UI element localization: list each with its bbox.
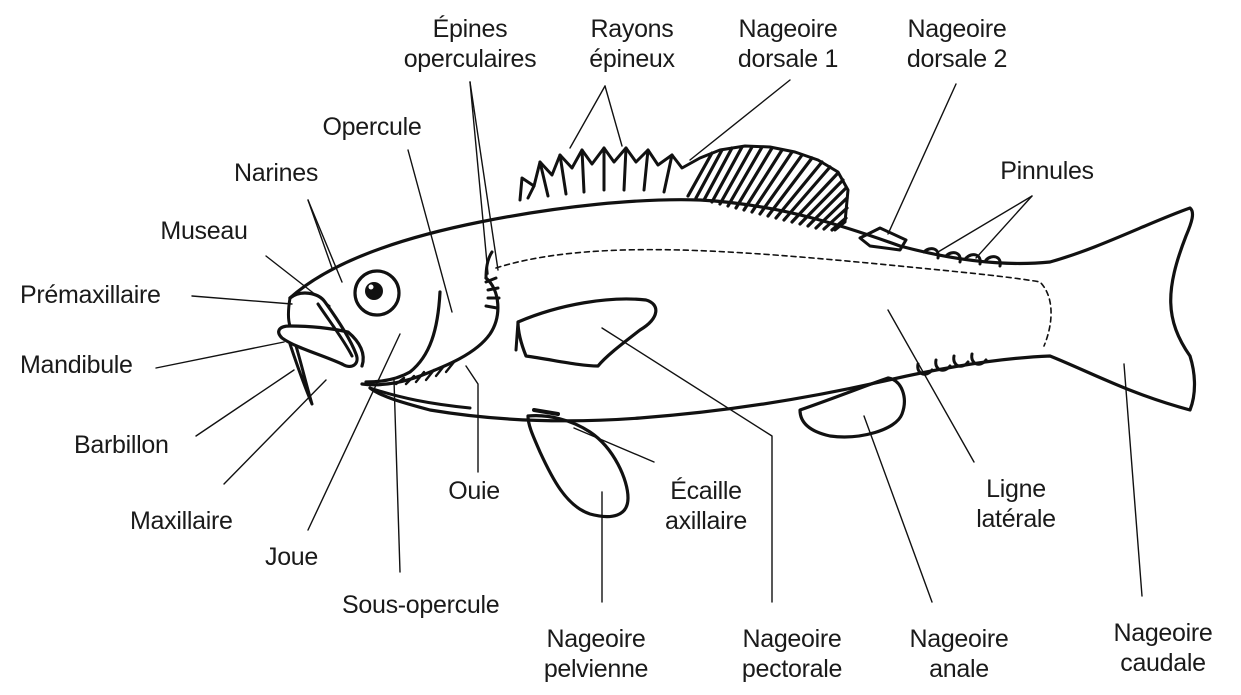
label-narines: Narines bbox=[234, 158, 318, 188]
label-ouie: Ouie bbox=[448, 476, 500, 506]
label-ecaille-axillaire: Écaille axillaire bbox=[665, 476, 747, 536]
label-museau: Museau bbox=[160, 216, 247, 246]
label-nageoire-dorsale-2: Nageoire dorsale 2 bbox=[907, 14, 1007, 74]
label-nageoire-anale: Nageoire anale bbox=[909, 624, 1008, 684]
preopercle bbox=[366, 292, 440, 382]
nageoire-dorsale-1-rays bbox=[688, 147, 847, 230]
nageoire-pectorale-shape bbox=[518, 299, 656, 366]
label-opercule: Opercule bbox=[322, 112, 421, 142]
label-ligne-laterale: Ligne latérale bbox=[976, 474, 1056, 534]
label-pinnules: Pinnules bbox=[1000, 156, 1094, 186]
label-nageoire-caudale: Nageoire caudale bbox=[1113, 618, 1212, 678]
label-barbillon: Barbillon bbox=[74, 430, 169, 460]
label-joue: Joue bbox=[265, 542, 318, 572]
label-premaxillaire: Prémaxillaire bbox=[20, 280, 161, 310]
label-nageoire-pelvienne: Nageoire pelvienne bbox=[544, 624, 648, 684]
label-mandibule: Mandibule bbox=[20, 350, 133, 380]
label-epines-operculaires: Épines operculaires bbox=[404, 14, 537, 74]
label-maxillaire: Maxillaire bbox=[130, 506, 233, 536]
barbillon-shape bbox=[290, 344, 312, 404]
nageoire-pelvienne-shape bbox=[528, 416, 628, 517]
label-rayons-epineux: Rayons épineux bbox=[589, 14, 674, 74]
body-outline bbox=[290, 200, 1195, 421]
label-nageoire-dorsale-1: Nageoire dorsale 1 bbox=[738, 14, 838, 74]
label-sous-opercule: Sous-opercule bbox=[342, 590, 499, 620]
lateral-line bbox=[496, 250, 1051, 346]
label-nageoire-pectorale: Nageoire pectorale bbox=[742, 624, 842, 684]
